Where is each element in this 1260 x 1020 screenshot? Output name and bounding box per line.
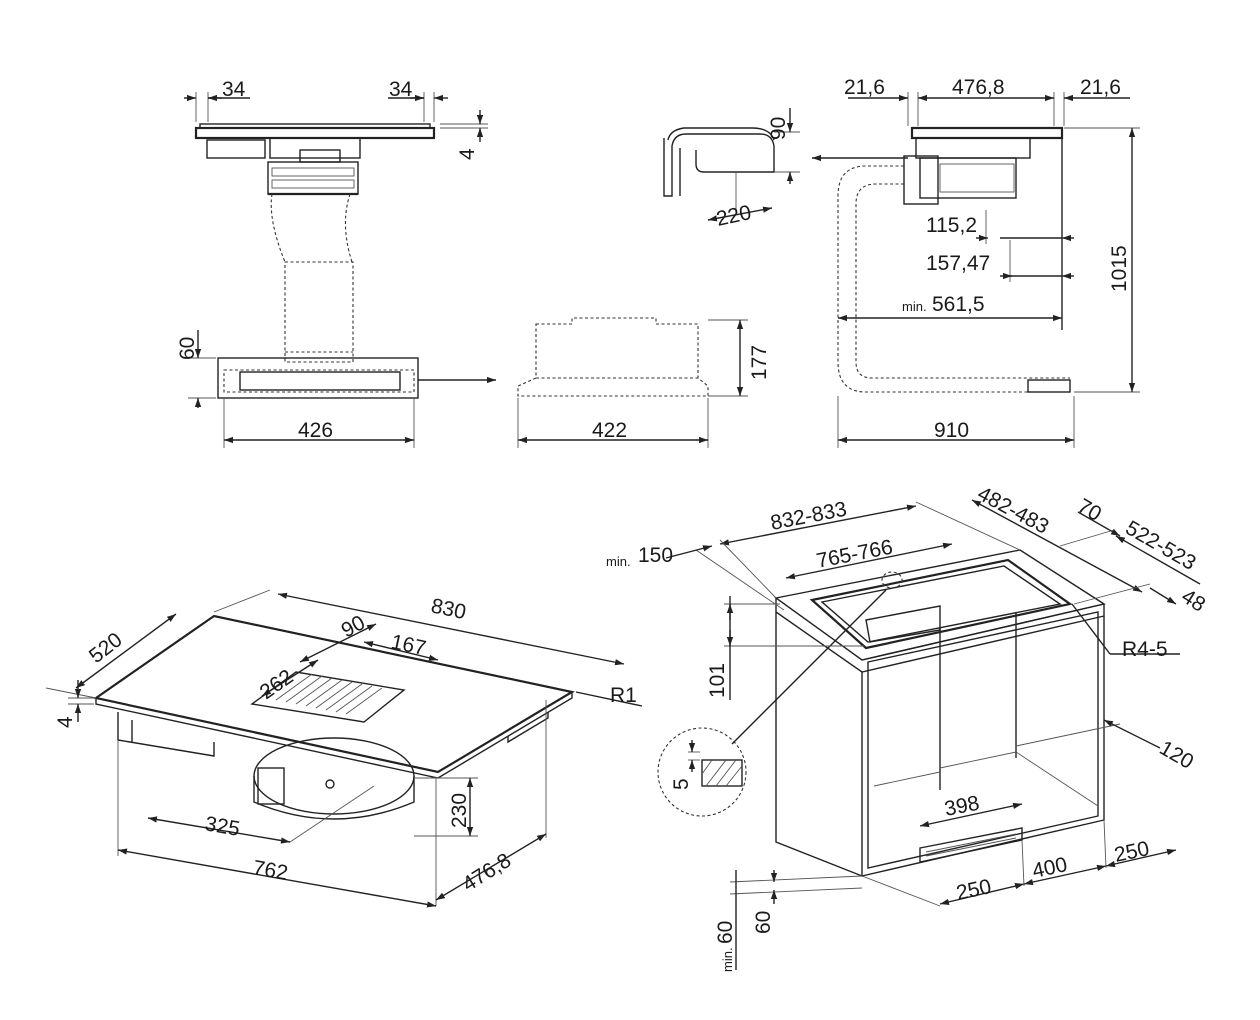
dim-230: 230: [448, 793, 471, 828]
duct-path: [837, 165, 1070, 393]
cutout: [809, 558, 1073, 650]
dim-157-47: 157,47: [926, 252, 990, 275]
dim-R1: R1: [610, 684, 637, 707]
plinth-view: 177 422: [517, 317, 771, 448]
dim-220: 220: [714, 201, 753, 231]
dim-400: 400: [1030, 853, 1069, 883]
dim-1015: 1015: [1108, 245, 1131, 292]
dim-90-bottom: 90: [338, 611, 369, 642]
dim-250-right: 250: [1112, 837, 1151, 867]
dim-120: 120: [1156, 736, 1198, 773]
dim-482-483: 482-483: [974, 482, 1053, 538]
dim-min60-label: min.: [720, 947, 735, 972]
dim-min-label: min.: [902, 299, 927, 314]
hob-box-left: [206, 139, 266, 159]
dim-34-right: 34: [389, 78, 413, 101]
dim-115-2: 115,2: [926, 214, 977, 237]
dim-561-5: 561,5: [932, 293, 985, 316]
duct-vertical: [284, 261, 354, 363]
plinth-box: [217, 357, 419, 399]
dim-398: 398: [943, 792, 982, 821]
dim-90-elbow: 90: [767, 117, 790, 140]
dim-34-left: 34: [222, 78, 246, 101]
dim-250-left: 250: [954, 875, 993, 905]
motor-side: [919, 157, 1017, 199]
dim-325: 325: [203, 812, 242, 841]
plinth-outline: [517, 317, 709, 397]
dim-70: 70: [1074, 494, 1106, 526]
motor-unit: [267, 161, 359, 195]
cabinet-left-side: [775, 612, 863, 878]
hob-glass: [194, 126, 436, 140]
dim-60-bottom: 60: [752, 911, 775, 934]
dim-910: 910: [934, 419, 969, 442]
dim-min150-label: min.: [606, 554, 631, 569]
dim-832-833: 832-833: [769, 498, 849, 535]
dim-5: 5: [670, 778, 693, 790]
dim-765-766: 765-766: [815, 536, 895, 573]
dim-48: 48: [1177, 585, 1209, 617]
side-view: 90 220 21,6 476,8 21,6 1015: [663, 76, 1140, 448]
dim-830: 830: [429, 594, 468, 624]
dim-101: 101: [706, 663, 729, 698]
dim-426: 426: [298, 419, 333, 442]
hob-glass-side: [910, 126, 1064, 140]
dim-21-6-left: 21,6: [844, 76, 885, 99]
dim-4-bottom: 4: [54, 716, 77, 728]
duct-flex: [270, 193, 353, 263]
dim-150: 150: [638, 544, 673, 567]
hob-isometric: 520 830 90 167 262 R1 4 230 325 762 476,…: [45, 589, 643, 908]
dim-422: 422: [592, 419, 627, 442]
dim-476-8-bottom: 476,8: [458, 849, 515, 896]
dim-177: 177: [748, 345, 771, 380]
dim-min60: 60: [714, 921, 737, 944]
dim-762: 762: [251, 856, 290, 885]
dim-21-6-right: 21,6: [1080, 76, 1121, 99]
detail-circle: [657, 727, 747, 817]
dim-167: 167: [389, 630, 428, 660]
dim-R4-5: R4-5: [1122, 638, 1168, 661]
dim-476-8-top: 476,8: [952, 76, 1005, 99]
cabinet-isometric: 5 832-833 765-766 min. 150 482-483 70 52…: [606, 482, 1209, 972]
dim-60-left: 60: [176, 337, 199, 360]
dim-4-top: 4: [456, 148, 479, 160]
dim-520: 520: [85, 628, 127, 668]
front-view: 34 34 4 60 426: [176, 78, 496, 448]
elbow-piece: [663, 133, 775, 197]
